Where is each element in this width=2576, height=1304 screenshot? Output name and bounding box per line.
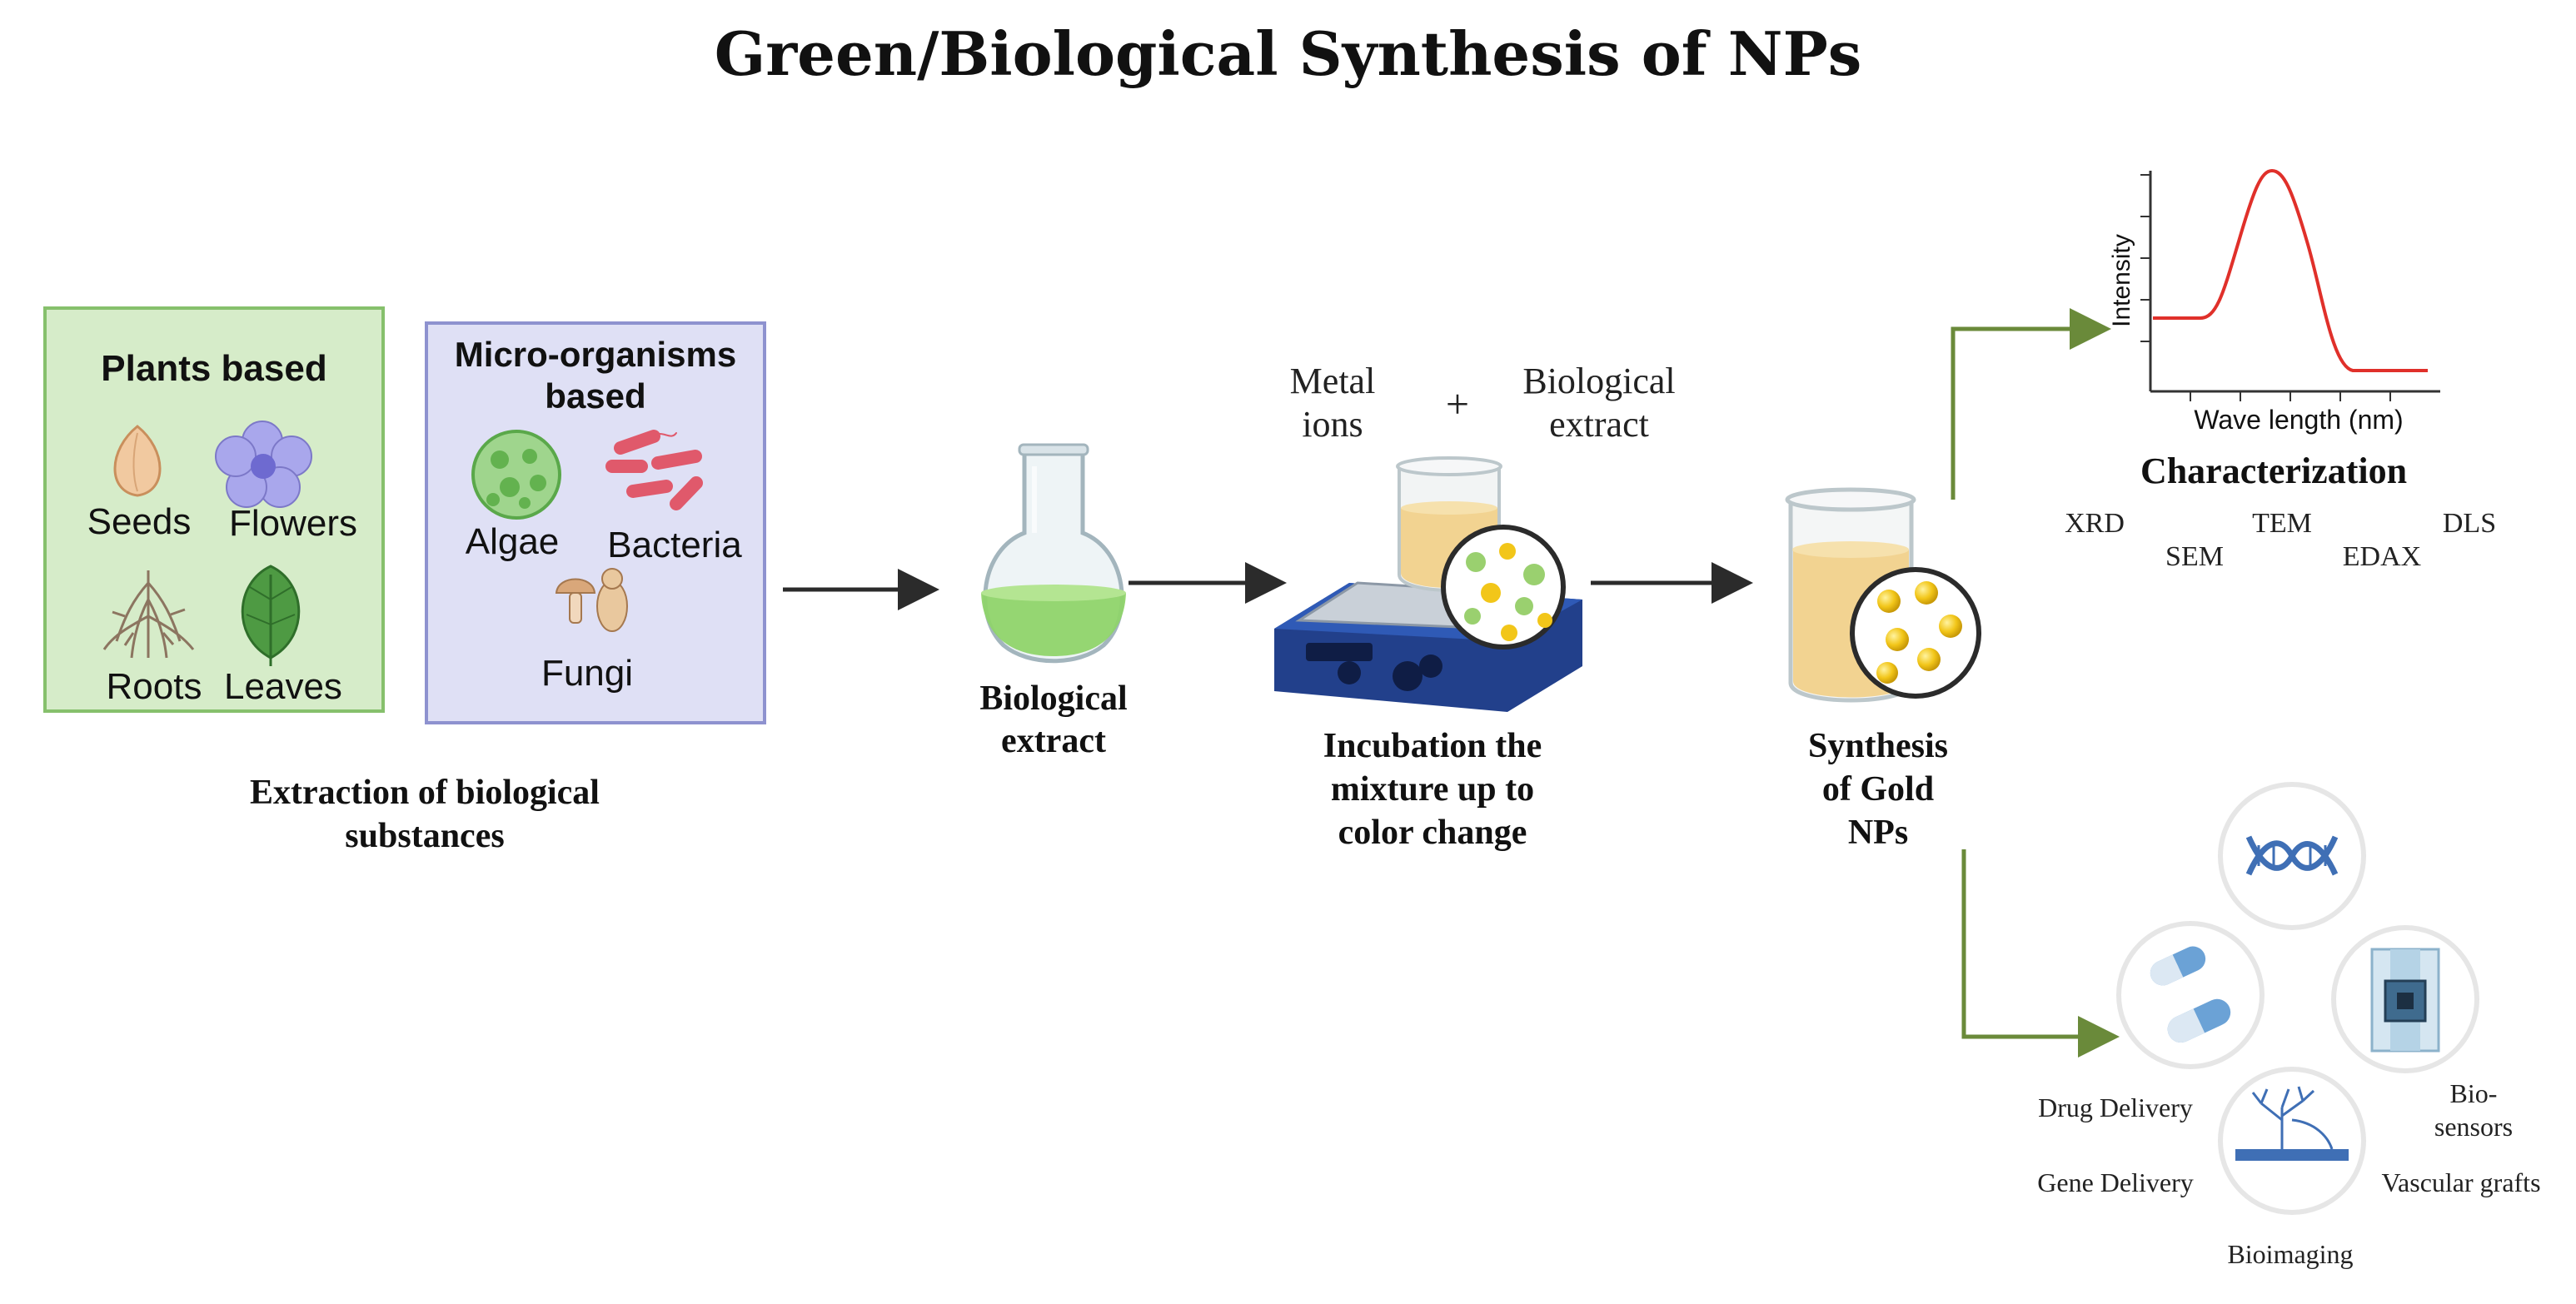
chart-ylabel: Intensity [2108,234,2135,327]
extract-caption-line1: Biological [979,679,1128,718]
seed-icon [113,425,162,497]
gold-nanoparticles-icon [1850,567,1981,699]
method-xrd: XRD [2065,508,2125,539]
method-sem: SEM [2165,541,2224,572]
fungi-icon [555,568,628,632]
chart-xlabel: Wave length (nm) [2194,405,2404,435]
absorbance-curve [2153,168,2428,372]
app-drug-delivery: Drug Delivery [2038,1092,2193,1122]
flask-icon [981,443,1126,664]
fungi-label: Fungi [541,653,634,694]
uv-vis-chart [2140,168,2440,401]
plants-heading: Plants based [101,348,327,389]
leaf-icon [241,565,301,666]
biological-extract-line2: extract [1549,404,1649,445]
algae-label: Algae [465,521,560,562]
micro-heading-line2: based [545,376,646,416]
bioimaging-icon [2218,1067,2366,1215]
incubation-caption-line3: color change [1338,814,1527,852]
metal-ions-line2: ions [1302,404,1363,445]
app-vascular-grafts: Vascular grafts [2381,1167,2541,1197]
biological-extract-line1: Biological [1522,361,1676,401]
method-dls: DLS [2442,508,2497,539]
synthesis-caption-line3: NPs [1847,814,1909,852]
bacteria-label: Bacteria [607,525,742,565]
app-biosensors-line2: sensors [2434,1112,2514,1142]
synthesis-caption-line1: Synthesis [1807,727,1949,765]
extract-caption-line2: extract [1001,722,1106,760]
plants-based-box [43,306,385,713]
characterization-heading: Characterization [2140,450,2408,491]
seeds-label: Seeds [87,501,192,542]
method-tem: TEM [2252,508,2312,539]
biosensor-chip-icon [2331,925,2479,1073]
extraction-caption-line1: Extraction of biological [250,774,600,812]
metal-ions-line1: Metal [1289,361,1376,401]
incubation-caption-line2: mixture up to [1330,770,1535,809]
leaves-label: Leaves [224,666,342,707]
plus-sign: + [1445,381,1470,427]
dna-icon [2218,782,2366,930]
roots-label: Roots [106,666,202,707]
micro-heading-line1: Micro-organisms [454,335,737,374]
app-gene-delivery: Gene Delivery [2037,1167,2194,1197]
app-bioimaging: Bioimaging [2227,1239,2354,1269]
algae-icon [471,430,561,520]
micro-organisms-box [425,321,766,724]
pill-icon [2116,921,2265,1069]
incubation-caption-line1: Incubation the [1323,727,1542,765]
app-biosensors-line1: Bio- [2449,1078,2498,1108]
mixture-magnifier-icon [1441,525,1566,650]
diagram-title: Green/Biological Synthesis of NPs [714,18,1862,89]
bacteria-icon [605,430,703,510]
method-edax: EDAX [2342,541,2422,572]
flowers-label: Flowers [228,503,358,544]
roots-icon [102,570,195,659]
flower-icon [215,421,312,508]
extraction-caption-line2: substances [345,817,505,855]
synthesis-caption-line2: of Gold [1821,770,1935,809]
